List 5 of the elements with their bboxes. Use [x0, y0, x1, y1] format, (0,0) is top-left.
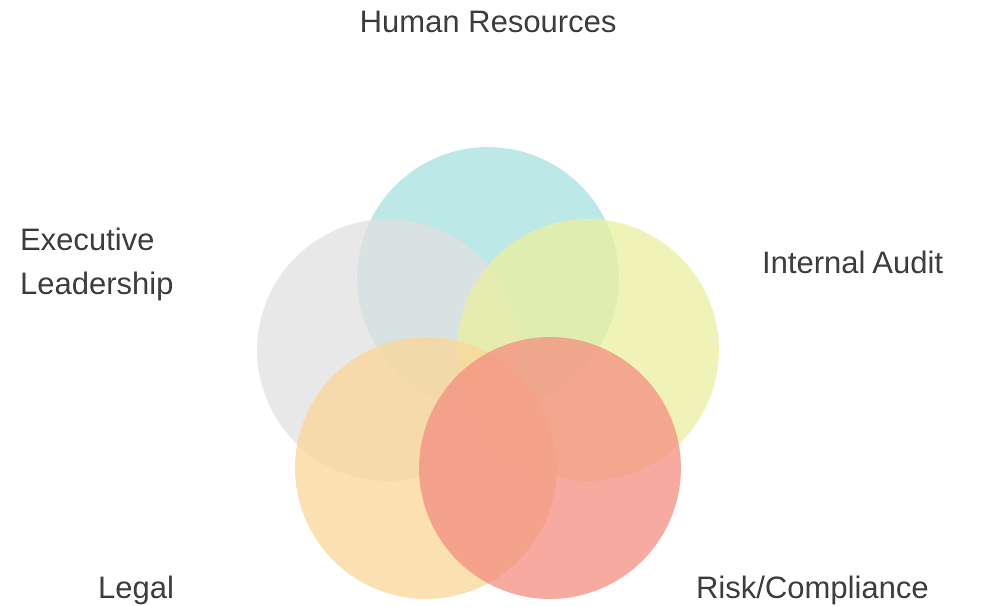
circle-label: Executive Leadership — [20, 221, 174, 303]
circle-label: Internal Audit — [762, 244, 944, 282]
circle-label: Risk/Compliance — [696, 569, 930, 607]
circle-label: Human Resources — [358, 3, 618, 41]
circle-label: Legal — [98, 569, 175, 607]
